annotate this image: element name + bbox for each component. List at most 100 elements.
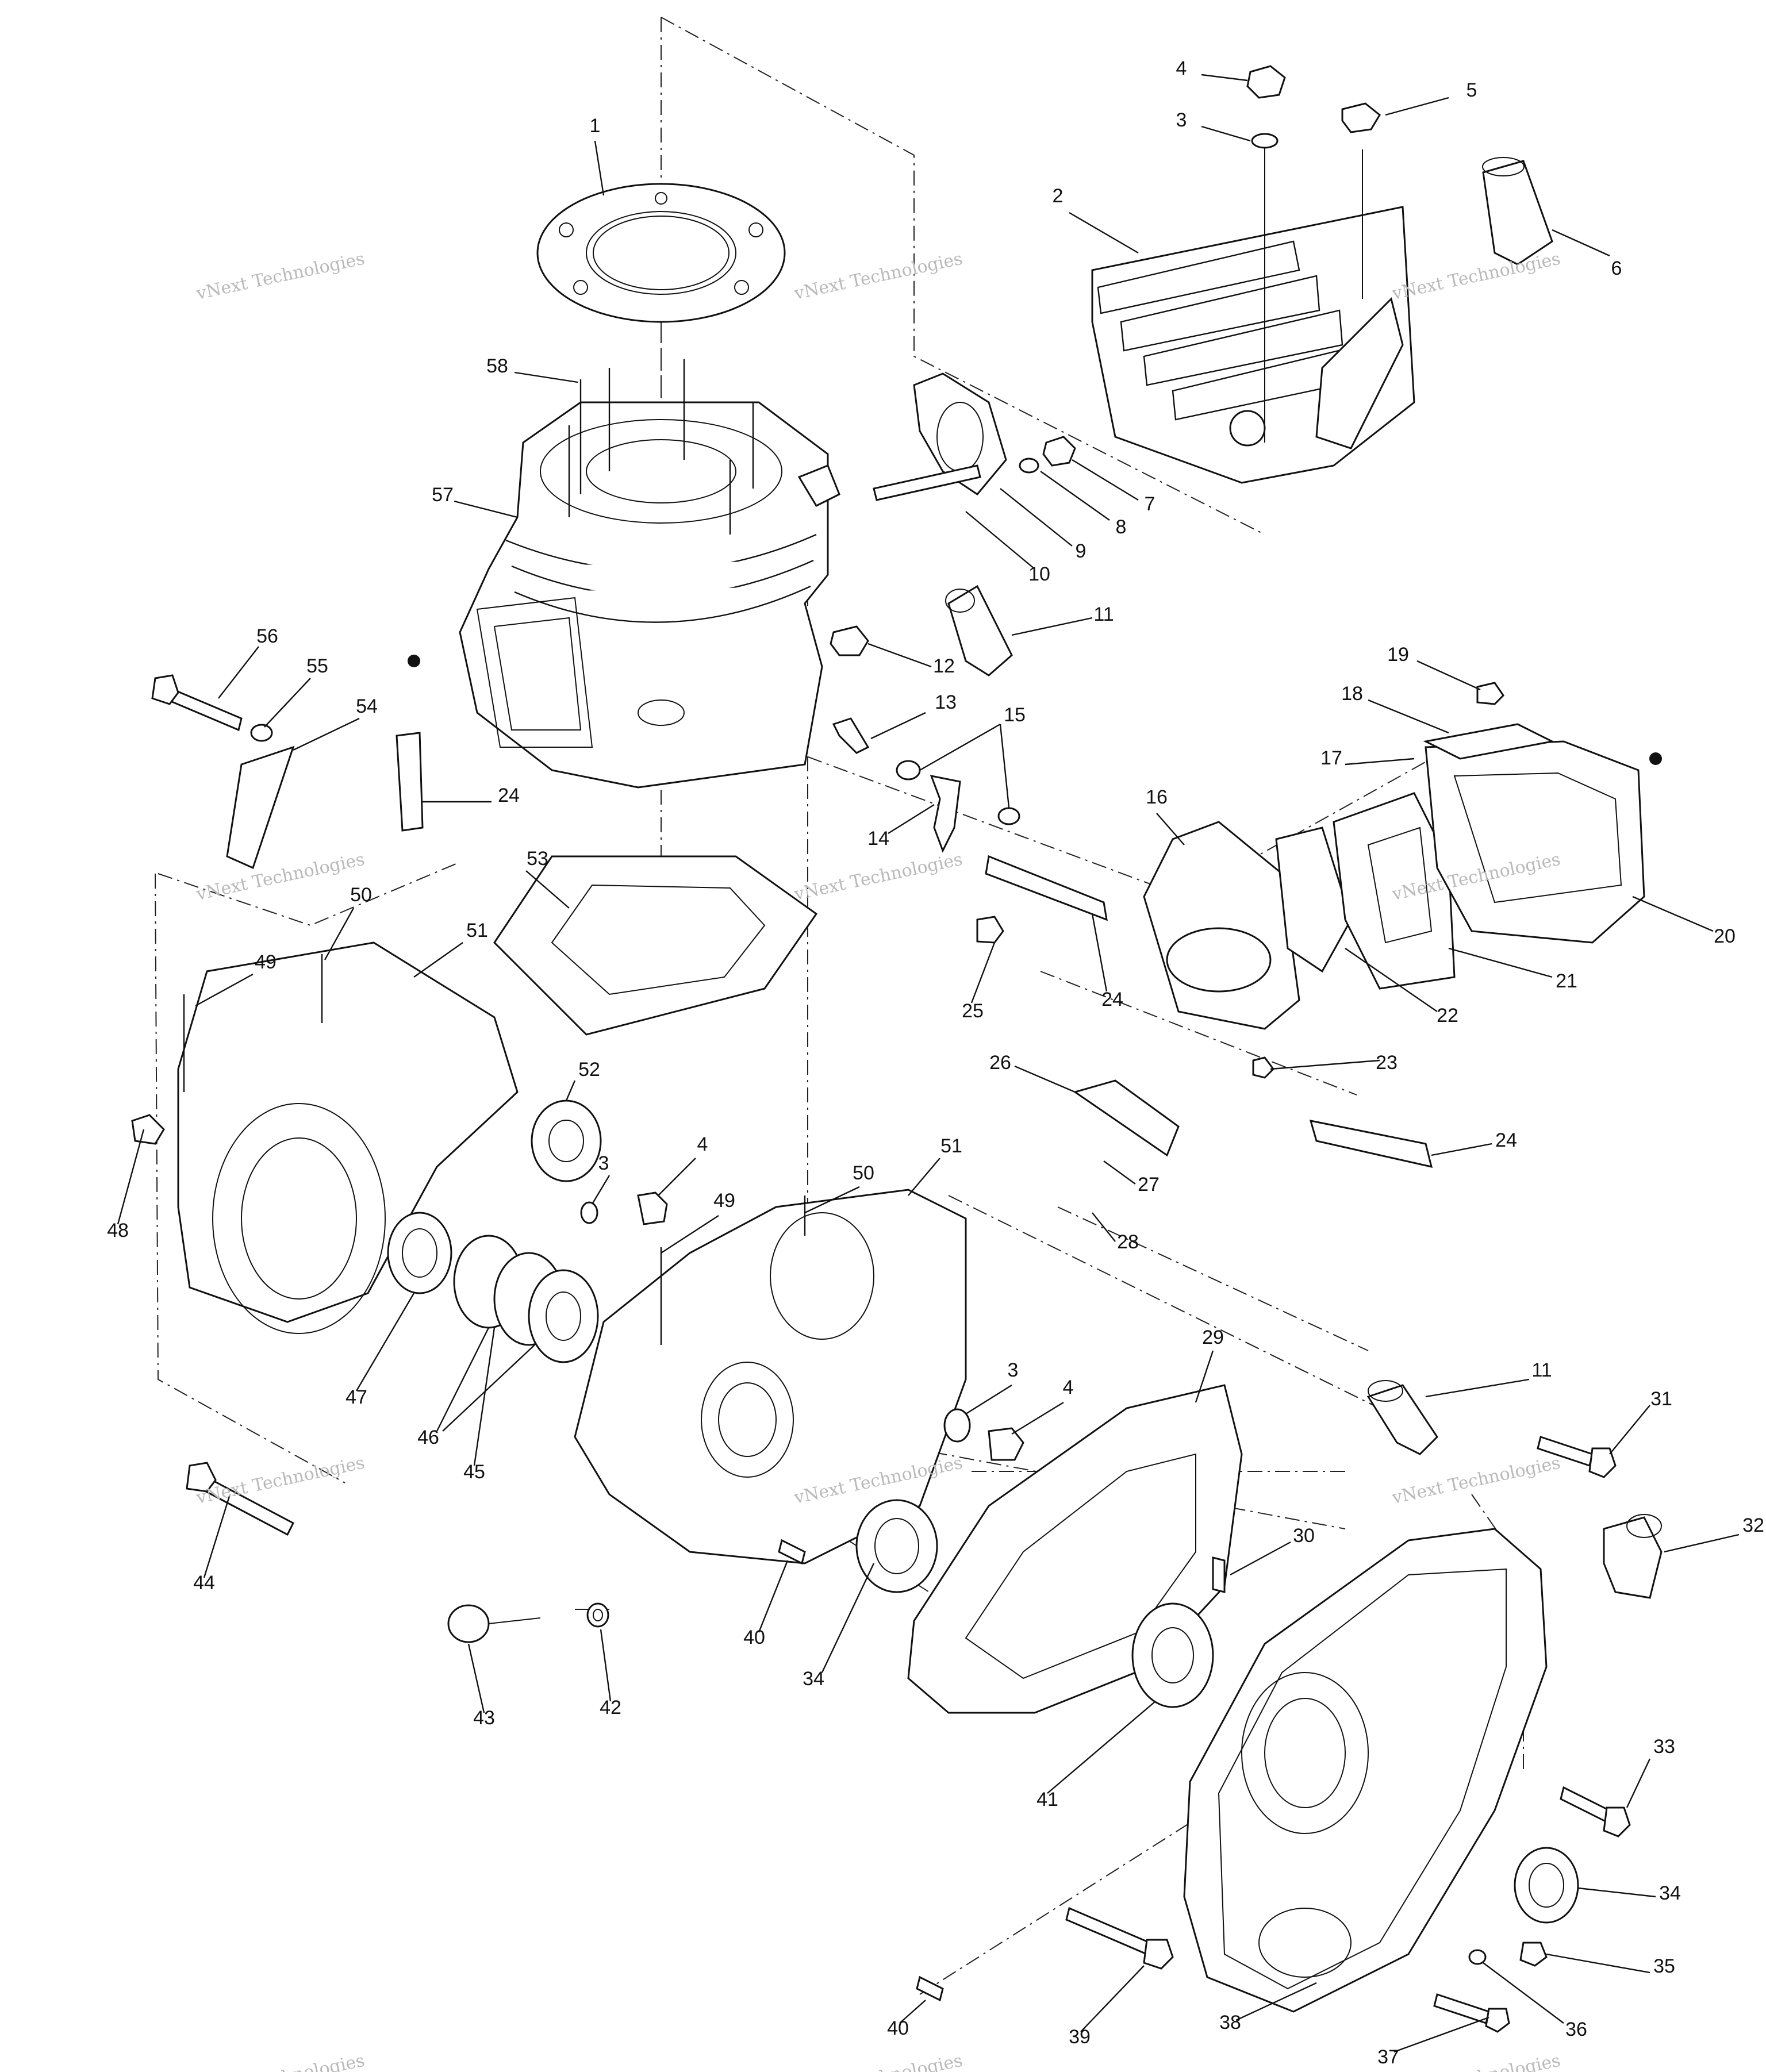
head-hardware [1246, 65, 1553, 266]
callout-31: 31 [1650, 1388, 1672, 1410]
watermark-text: vNext Technologies [1390, 2051, 1562, 2072]
crankcase-cover [1183, 1528, 1548, 2013]
callout-47: 47 [345, 1386, 367, 1408]
watermark: vNext Technologies [194, 2051, 367, 2072]
callout-labels: 1234567891011121314151617181920212223242… [107, 57, 1764, 2068]
cylinder [408, 359, 840, 789]
callout-16: 16 [1146, 786, 1168, 808]
callout-52: 52 [578, 1059, 600, 1081]
callout-24: 24 [498, 785, 520, 806]
callout-25: 25 [962, 1000, 984, 1022]
callout-1: 1 [590, 115, 601, 137]
watermark-text: vNext Technologies [194, 849, 367, 905]
callout-54: 54 [356, 695, 378, 717]
callout-9: 9 [1076, 540, 1087, 562]
callout-11: 11 [1531, 1359, 1552, 1381]
callout-18: 18 [1341, 683, 1363, 705]
bearing-41 [1131, 1556, 1226, 1708]
bolt-44 [186, 1462, 294, 1536]
callout-45: 45 [463, 1461, 485, 1483]
callout-55: 55 [306, 655, 328, 677]
watermark: vNext Technologies [792, 849, 965, 905]
callout-3: 3 [1008, 1359, 1019, 1381]
callout-46: 46 [417, 1427, 439, 1448]
callout-5: 5 [1466, 79, 1477, 101]
watermark-text: vNext Technologies [1390, 249, 1562, 304]
crankcase-left [131, 941, 519, 1334]
callout-44: 44 [193, 1572, 215, 1594]
callout-50: 50 [853, 1162, 874, 1184]
callout-43: 43 [473, 1707, 495, 1729]
callout-15: 15 [1004, 704, 1026, 726]
watermark: vNext Technologies [194, 849, 367, 905]
crank-seals-bearings [387, 1212, 599, 1363]
leader-lines [117, 74, 1740, 2053]
callout-35: 35 [1653, 1955, 1675, 1977]
callout-13: 13 [935, 691, 957, 713]
cover-hardware [916, 1380, 1663, 2033]
callout-48: 48 [107, 1220, 129, 1241]
callout-3: 3 [598, 1152, 609, 1174]
callout-32: 32 [1742, 1514, 1764, 1536]
callout-40: 40 [743, 1627, 765, 1648]
watermark-text: vNext Technologies [194, 2051, 367, 2072]
watermark: vNext Technologies [792, 249, 965, 304]
callout-12: 12 [933, 655, 955, 677]
callout-22: 22 [1437, 1005, 1458, 1027]
watermark-text: vNext Technologies [194, 249, 367, 304]
watermark: vNext Technologies [792, 2051, 965, 2072]
callout-6: 6 [1611, 257, 1622, 279]
callout-19: 19 [1387, 644, 1409, 666]
left-bolt-parts [151, 674, 295, 870]
watermark-text: vNext Technologies [194, 1453, 367, 1508]
callout-27: 27 [1138, 1174, 1160, 1195]
callout-10: 10 [1028, 563, 1050, 585]
callout-8: 8 [1116, 516, 1127, 538]
crank-bearing-52 [531, 1100, 668, 1225]
oil-fitting [896, 760, 1020, 853]
watermark: vNext Technologies [1390, 249, 1562, 304]
callout-50: 50 [350, 884, 372, 906]
crankcase-right [574, 1189, 967, 1564]
callout-24: 24 [1495, 1129, 1517, 1151]
watermark: vNext Technologies [1390, 2051, 1562, 2072]
callout-7: 7 [1145, 493, 1155, 515]
callout-40: 40 [887, 2017, 909, 2039]
callout-37: 37 [1377, 2046, 1399, 2068]
callout-24: 24 [1101, 989, 1123, 1010]
watermark-text: vNext Technologies [792, 849, 965, 905]
watermark-text: vNext Technologies [792, 249, 965, 304]
callout-39: 39 [1069, 2026, 1091, 2048]
exhaust-parts [830, 372, 1076, 754]
callout-57: 57 [432, 484, 454, 506]
callout-41: 41 [1036, 1789, 1058, 1810]
callout-2: 2 [1053, 185, 1064, 207]
callout-3: 3 [1176, 109, 1187, 131]
watermark: vNext Technologies [194, 1453, 367, 1508]
callout-11: 11 [1093, 603, 1114, 625]
watermark-text: vNext Technologies [792, 2051, 965, 2072]
callout-51: 51 [940, 1135, 962, 1157]
callout-30: 30 [1293, 1525, 1315, 1547]
callout-56: 56 [256, 625, 278, 647]
callout-38: 38 [1219, 2012, 1241, 2033]
callout-29: 29 [1202, 1327, 1224, 1348]
callout-33: 33 [1653, 1736, 1675, 1758]
reed-valve-assembly [1143, 682, 1662, 1030]
callout-42: 42 [600, 1697, 621, 1719]
callout-21: 21 [1556, 970, 1577, 992]
callout-51: 51 [466, 920, 488, 941]
drain-plug-parts [447, 1539, 806, 1643]
callout-53: 53 [527, 848, 548, 870]
callout-4: 4 [1063, 1377, 1074, 1398]
base-gasket [493, 855, 818, 1036]
callout-26: 26 [989, 1052, 1011, 1074]
callout-49: 49 [713, 1190, 735, 1212]
callout-23: 23 [1376, 1052, 1398, 1074]
center-seal-34 [855, 1408, 1024, 1593]
callout-14: 14 [867, 828, 889, 849]
head-gasket [536, 183, 786, 323]
oil-line-brackets [396, 732, 1433, 1168]
callout-34: 34 [803, 1668, 824, 1690]
